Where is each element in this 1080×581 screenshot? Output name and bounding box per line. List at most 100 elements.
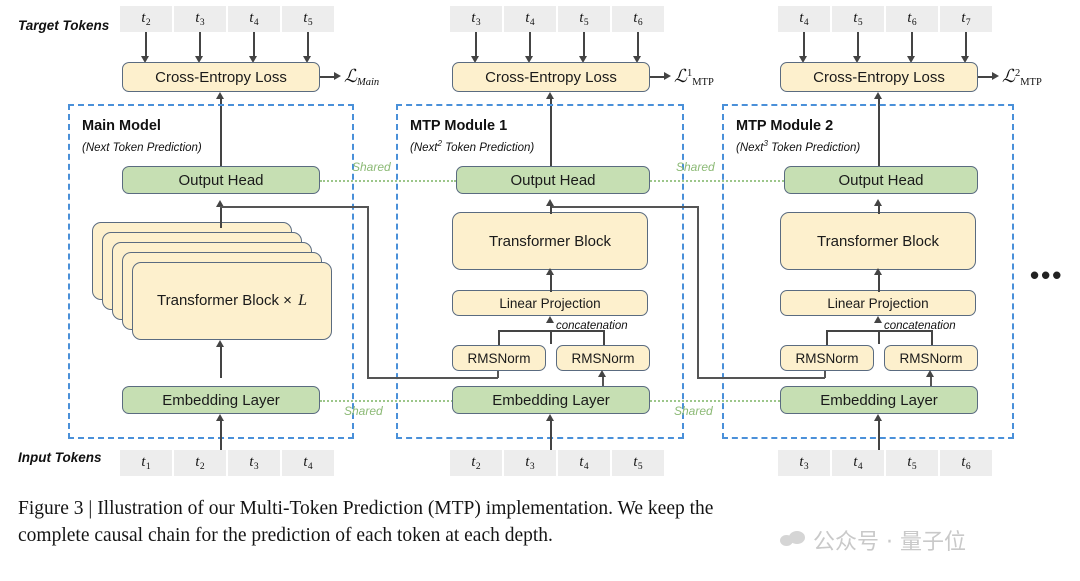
input-token-cell: t4 [282, 450, 334, 476]
shared-label-outputhead-2: Shared [676, 160, 715, 174]
target-token-cell: t6 [612, 6, 664, 32]
embedding-branch-arrow-mtp2 [926, 370, 934, 377]
input-to-embedding-line-mtp1 [550, 420, 552, 450]
output-head-mtp1: Output Head [456, 166, 650, 194]
loss-arrow-head [334, 72, 341, 80]
input-token-cell: t3 [228, 450, 280, 476]
transformer-to-outputhead-line-mtp2 [878, 206, 880, 214]
loss-arrow-head [992, 72, 999, 80]
target-token-arrow-head [799, 56, 807, 63]
embedding-branch-up-mtp2 [930, 377, 932, 387]
target-token-cell: t6 [886, 6, 938, 32]
rmsnorm-left-mtp1: RMSNorm [452, 345, 546, 371]
target-token-cell: t5 [832, 6, 884, 32]
figure-caption: Figure 3 | Illustration of our Multi-Tok… [18, 496, 1068, 550]
linproj-to-transformer-line-mtp1 [550, 274, 552, 292]
shared-link-outputhead-2 [650, 180, 784, 182]
input-token-cell: t3 [504, 450, 556, 476]
target-token-arrow-head [853, 56, 861, 63]
target-token-cell: t2 [120, 6, 172, 32]
shared-link-embedding-2 [650, 400, 784, 402]
concat-bracket-left-mtp1 [498, 330, 500, 346]
target-token-arrow-line [965, 32, 967, 57]
target-token-arrow-line [253, 32, 255, 57]
figure-diagram: Target Tokens Input Tokens t2 t3 t4 t5 t… [18, 6, 1064, 476]
target-token-arrow-head [579, 56, 587, 63]
transformer-to-outputhead-line-mtp1 [550, 206, 552, 214]
target-token-arrow-head [961, 56, 969, 63]
target-token-cell: t4 [778, 6, 830, 32]
transformer-to-outputhead-line-main [220, 206, 222, 228]
input-token-cell: t2 [450, 450, 502, 476]
shared-label-outputhead-1: Shared [352, 160, 391, 174]
target-token-arrow-line [529, 32, 531, 57]
input-token-cell: t5 [886, 450, 938, 476]
caption-line-2: complete causal chain for the prediction… [18, 524, 553, 546]
concat-bracket-left-mtp2 [826, 330, 828, 346]
target-token-arrow-line [307, 32, 309, 57]
target-token-arrow-head [633, 56, 641, 63]
input-to-embedding-line-main [220, 420, 222, 450]
chat-bubble-icon [780, 530, 806, 550]
shared-label-embedding-2: Shared [674, 404, 713, 418]
outputhead-to-celoss-arrow [216, 92, 224, 99]
outputhead-to-celoss-line [220, 98, 222, 170]
target-token-arrow-line [145, 32, 147, 57]
concat-bracket-mtp2 [826, 330, 932, 332]
module-subtitle-mtp2: (Next3 Token Prediction) [736, 139, 861, 154]
shared-link-outputhead-1 [320, 180, 456, 182]
loss-label-mtp1: ℒ1MTP [674, 66, 714, 88]
target-token-cell: t5 [558, 6, 610, 32]
input-token-cell: t4 [832, 450, 884, 476]
target-token-cell: t4 [504, 6, 556, 32]
module-subtitle-mtp1: (Next2 Token Prediction) [410, 139, 535, 154]
input-token-cell: t2 [174, 450, 226, 476]
loss-arrow-line [320, 76, 336, 78]
linear-projection-mtp2: Linear Projection [780, 290, 976, 316]
caption-line-1: Figure 3 | Illustration of our Multi-Tok… [18, 498, 714, 519]
concat-bracket-right-mtp1 [603, 330, 605, 346]
crossmodule-connector-mtp1-top [550, 206, 698, 208]
outputhead-to-celoss-line [878, 98, 880, 170]
input-token-cell: t1 [120, 450, 172, 476]
ellipsis-more-modules: ••• [1030, 260, 1064, 290]
target-token-cell: t7 [940, 6, 992, 32]
crossmodule-connector-main-up [497, 370, 499, 378]
input-token-cell: t3 [778, 450, 830, 476]
target-token-cell: t5 [282, 6, 334, 32]
module-title-mtp1: MTP Module 1 [410, 118, 508, 134]
transformer-block-mtp1: Transformer Block [452, 212, 648, 270]
concatenation-label-mtp2: concatenation [884, 320, 956, 332]
crossmodule-connector-mtp1-vert [697, 206, 699, 378]
transformer-stack-main: Transformer Block × L [92, 222, 332, 340]
outputhead-to-celoss-arrow [546, 92, 554, 99]
concat-stem-mtp1 [550, 330, 552, 344]
crossmodule-connector-mtp1-up [824, 370, 826, 378]
input-to-embedding-arrow-main [216, 414, 224, 421]
module-title-main: Main Model [82, 118, 161, 134]
rmsnorm-left-mtp2: RMSNorm [780, 345, 874, 371]
linproj-to-transformer-arrow-mtp2 [874, 268, 882, 275]
module-frame-mtp1 [396, 104, 684, 439]
input-to-embedding-line-mtp2 [878, 420, 880, 450]
cross-entropy-loss-box-mtp1: Cross-Entropy Loss [452, 62, 650, 92]
output-head-main: Output Head [122, 166, 320, 194]
watermark-text: 公众号 · 量子位 [813, 530, 966, 555]
target-token-cell: t3 [450, 6, 502, 32]
input-tokens-row-label: Input Tokens [18, 450, 102, 465]
embedding-to-transformer-arrow-main [216, 340, 224, 347]
cross-entropy-loss-box-main: Cross-Entropy Loss [122, 62, 320, 92]
linproj-to-transformer-line-mtp2 [878, 274, 880, 292]
crossmodule-connector-main-bottom [367, 377, 498, 379]
concat-bracket-right-mtp2 [931, 330, 933, 346]
input-to-embedding-arrow-mtp1 [546, 414, 554, 421]
loss-label-mtp2: ℒ2MTP [1002, 66, 1042, 88]
transformer-block-main: Transformer Block × L [132, 262, 332, 340]
linear-projection-mtp1: Linear Projection [452, 290, 648, 316]
input-token-cell: t4 [558, 450, 610, 476]
module-subtitle-main: (Next Token Prediction) [82, 141, 202, 154]
target-token-arrow-line [803, 32, 805, 57]
transformer-to-outputhead-arrow-mtp1 [546, 199, 554, 206]
target-token-arrow-head [141, 56, 149, 63]
linproj-to-transformer-arrow-mtp1 [546, 268, 554, 275]
